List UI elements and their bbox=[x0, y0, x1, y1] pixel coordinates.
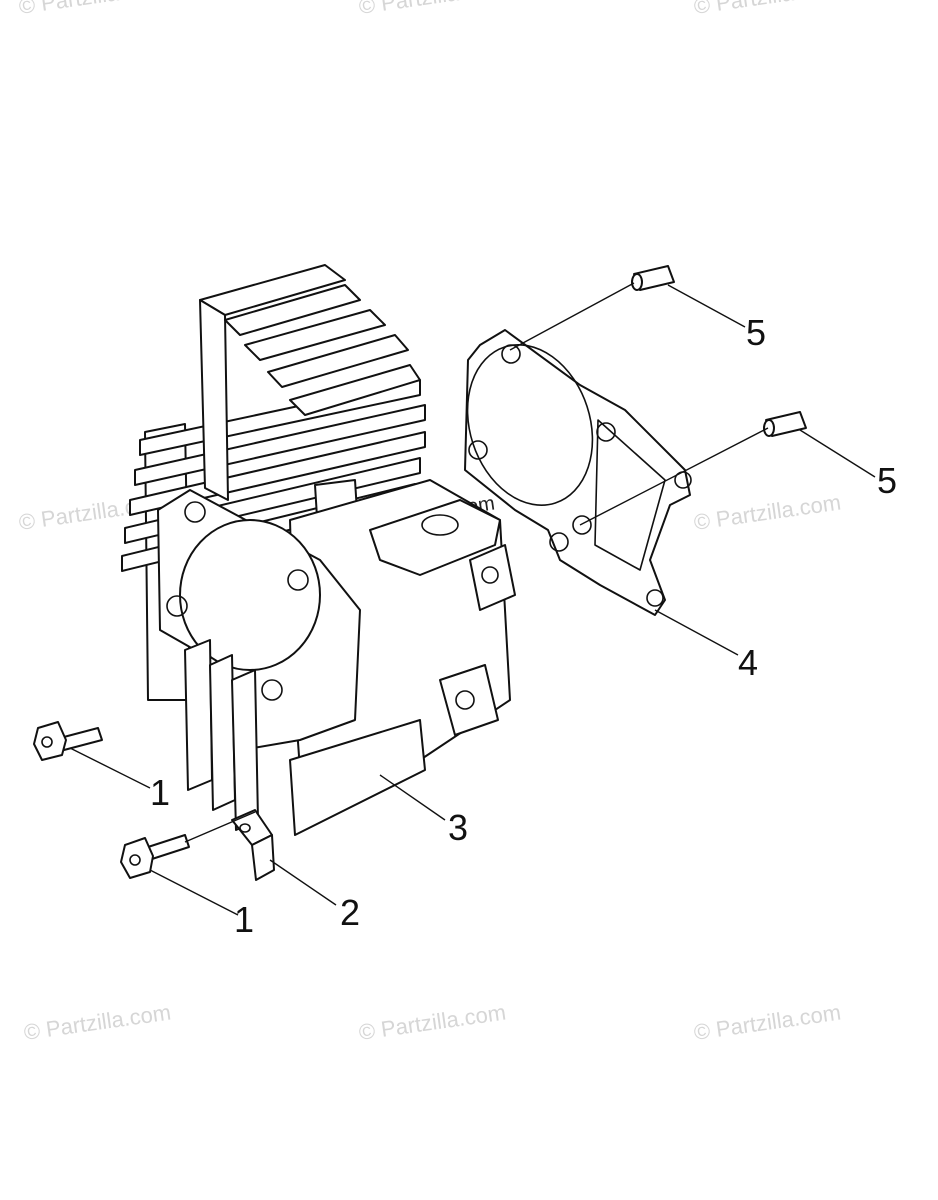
callout-bolt-upper: 1 bbox=[150, 772, 170, 813]
cylinder-part bbox=[121, 264, 516, 836]
watermark-bottom-right: © Partzilla.com bbox=[692, 1000, 842, 1045]
callout-cylinder: 3 bbox=[448, 807, 468, 848]
dowel-pin-upper bbox=[631, 265, 675, 291]
callout-gasket: 4 bbox=[738, 642, 758, 683]
watermark-bottom-center: © Partzilla.com bbox=[357, 1000, 507, 1045]
callout-labels: 1 1 2 3 4 5 5 bbox=[150, 312, 897, 940]
callout-clip: 2 bbox=[340, 892, 360, 933]
watermark-top-center: © Partzilla.com bbox=[357, 0, 507, 19]
watermark-top-left: © Partzilla.com bbox=[17, 0, 167, 19]
callout-dowel-pin-lower: 5 bbox=[877, 460, 897, 501]
dowel-pin-lower bbox=[763, 411, 807, 437]
gasket-part bbox=[464, 329, 692, 616]
bolt-upper bbox=[33, 721, 103, 761]
watermark-top-right: © Partzilla.com bbox=[692, 0, 842, 19]
watermark-mid-right: © Partzilla.com bbox=[692, 490, 842, 535]
callout-bolt-lower: 1 bbox=[234, 899, 254, 940]
watermark-bottom-left: © Partzilla.com bbox=[22, 1000, 172, 1045]
callout-dowel-pin-upper: 5 bbox=[746, 312, 766, 353]
clip-part bbox=[231, 809, 275, 881]
leader-lines bbox=[69, 282, 876, 916]
bolt-lower bbox=[120, 834, 190, 879]
